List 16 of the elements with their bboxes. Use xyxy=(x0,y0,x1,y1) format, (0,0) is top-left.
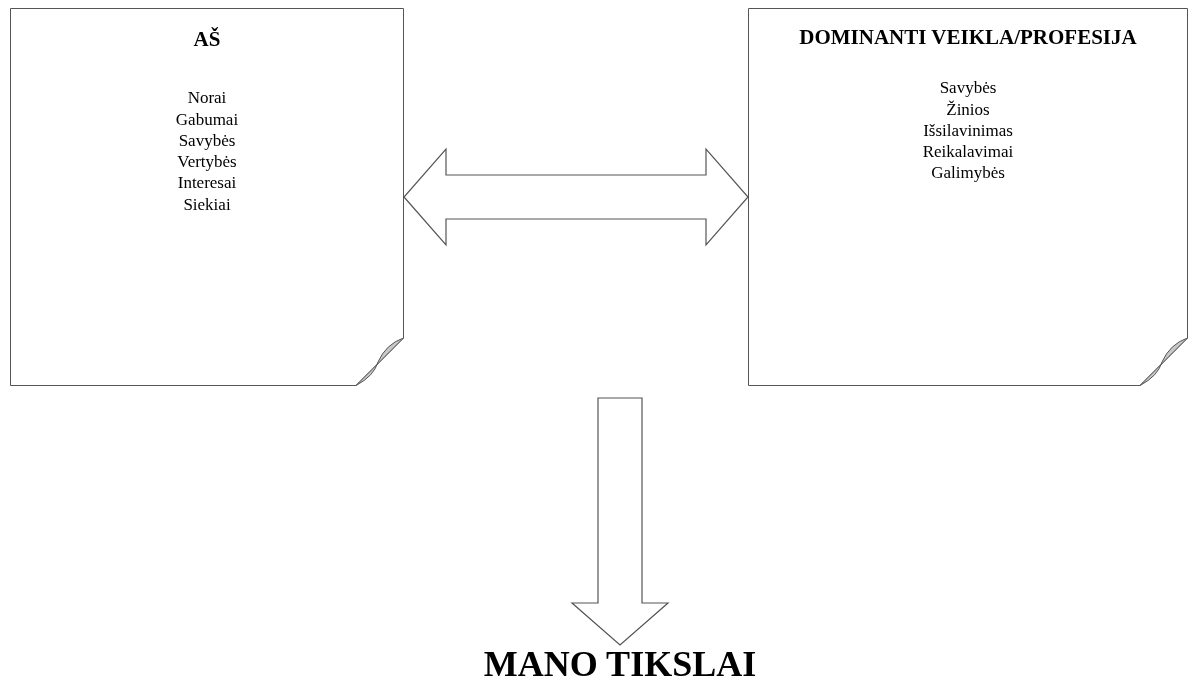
list-item: Siekiai xyxy=(183,193,231,215)
list-item: Gabumai xyxy=(175,108,239,130)
list-item: Galimybės xyxy=(931,162,1005,184)
box-heading: DOMINANTI VEIKLA/PROFESIJA xyxy=(799,24,1137,51)
list-item: Vertybės xyxy=(177,151,237,173)
goal-title: MANO TIKSLAI xyxy=(483,645,757,685)
list-item: Reikalavimai xyxy=(922,141,1014,163)
list-item: Norai xyxy=(187,87,227,109)
list-item: Savybės xyxy=(939,77,997,99)
box-heading: AŠ xyxy=(193,26,221,53)
list-item: Interesai xyxy=(177,172,237,194)
double-block-arrow xyxy=(403,147,749,247)
list-item: Išsilavinimas xyxy=(923,119,1013,142)
list-item: Žinios xyxy=(946,98,990,120)
list-item: Savybės xyxy=(178,129,236,152)
block-arrow xyxy=(570,397,670,646)
